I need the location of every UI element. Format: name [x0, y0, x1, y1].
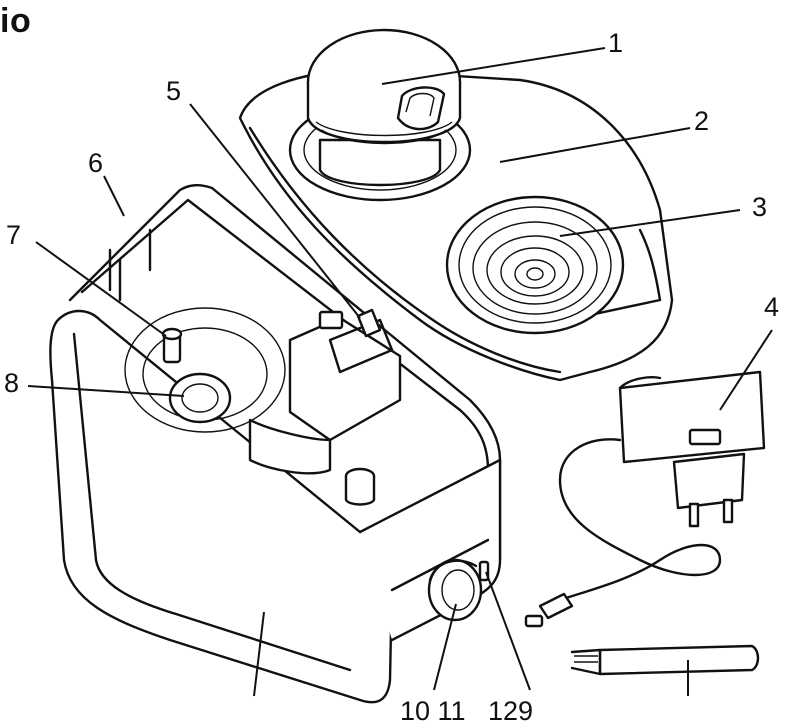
guide-post: [344, 467, 376, 506]
callout-3: 3: [752, 192, 767, 222]
callout-5: 5: [166, 76, 181, 106]
ultrasonic-transducer: [168, 372, 232, 424]
callout-7: 7: [6, 220, 21, 250]
callout-2: 2: [694, 106, 709, 136]
power-adapter: [524, 370, 766, 628]
mist-nozzle: [445, 195, 625, 335]
callout-6: 6: [88, 148, 103, 178]
page-title: io: [0, 2, 32, 40]
callout-bottom-right: 129: [488, 696, 533, 726]
fan-housing: [248, 308, 402, 475]
callout-8: 8: [4, 368, 19, 398]
water-level-sensor: [161, 327, 183, 364]
callout-1: 1: [608, 28, 623, 58]
callout-labels: 1 2 3 4 5 6 7 8 10 11 129: [4, 28, 779, 726]
callout-bottom-left: 10 11: [400, 696, 466, 726]
tank-cap: [288, 28, 472, 202]
callout-4: 4: [764, 292, 779, 322]
control-knob: [427, 558, 490, 622]
leader-lines: [27, 47, 773, 697]
cleaning-brush: [570, 644, 760, 676]
